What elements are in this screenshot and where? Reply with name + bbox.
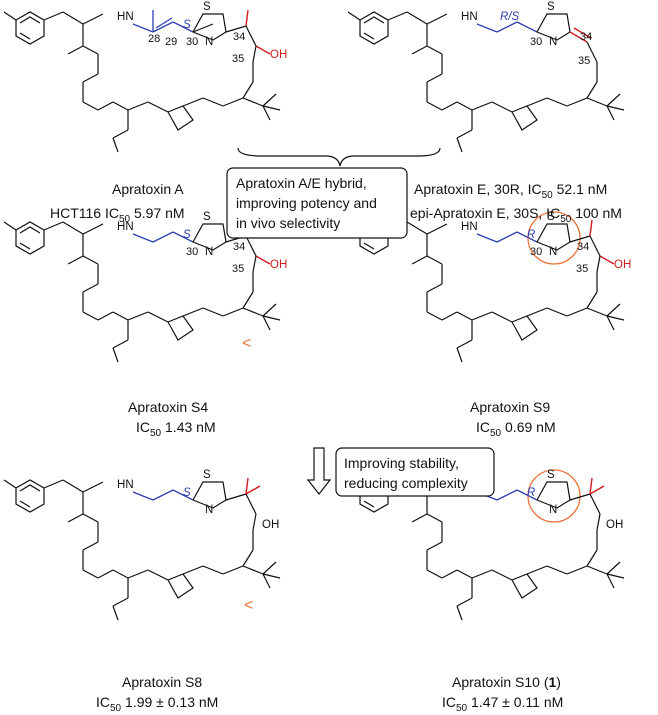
caption-apratoxin-s9: Apratoxin S9 [470,399,550,415]
locant-30: 30 [186,246,198,258]
atom-n: N [205,504,213,516]
atom-s: S [203,469,211,481]
locant-28: 28 [148,33,160,45]
atom-n: N [205,246,213,258]
atom-s: S [547,1,555,13]
caption-apratoxin-s8-activity: IC50 1.99 ± 0.13 nM [96,694,218,714]
atom-h: HN [461,11,478,23]
atom-s: S [547,469,555,481]
atom-h: HN [117,11,134,23]
comparator-less-than: < [244,597,253,614]
locant-30: 30 [530,246,542,258]
caption-apratoxin-a-activity: HCT116 IC50 5.97 nM [50,205,185,225]
stereo-r: R [527,229,535,241]
locant-34: 34 [580,31,592,43]
atom-oh: OH [614,259,631,271]
stereo-s: S [183,229,191,241]
caption-apratoxin-s4: Apratoxin S4 [128,399,208,415]
caption-apratoxin-s9-activity: IC50 0.69 nM [476,419,556,439]
locant-29: 29 [165,36,177,48]
stability-box [335,447,495,497]
stereo-s: S [183,487,191,499]
stereo-r: R [527,487,535,499]
locant-35: 35 [578,55,590,67]
atom-n: N [549,246,557,258]
stereo-rs: R/S [500,11,520,23]
highlight-circle [527,469,581,523]
hybrid-line-1: Apratoxin A/E hybrid, [236,175,367,191]
atom-n: N [549,36,557,48]
atom-s: S [203,1,211,13]
caption-apratoxin-s10-activity: IC50 1.47 ± 0.11 nM [442,694,563,714]
atom-oh: OH [606,519,623,531]
hybrid-box [226,167,408,239]
stability-line-2: reducing complexity [344,475,468,491]
locant-30: 30 [186,36,198,48]
apratoxin-s10-structure [347,469,625,621]
apratoxin-s9-structure [347,211,625,363]
caption-apratoxin-s8: Apratoxin S8 [122,674,202,690]
locant-35: 35 [576,263,588,275]
atom-oh: OH [262,519,279,531]
highlight-circle [527,211,581,265]
hybrid-line-3: in vivo selectivity [236,215,340,231]
apratoxin-e-structure [347,11,625,153]
atom-s: S [203,211,211,223]
locant-35: 35 [232,53,244,65]
atom-oh: OH [270,49,287,61]
locant-30: 30 [530,36,542,48]
locant-34: 34 [233,31,245,43]
stability-line-1: Improving stability, [344,455,459,471]
locant-34: 34 [577,241,589,253]
atom-s: S [547,211,555,223]
atom-h: HN [461,221,478,233]
atom-h: HN [117,479,134,491]
caption-epi-apratoxin-e: epi-Apratoxin E, 30S, IC50 100 nM [410,205,622,225]
caption-apratoxin-a: Apratoxin A [112,181,184,197]
down-arrow-icon [306,447,332,495]
locant-35: 35 [232,263,244,275]
caption-apratoxin-s10: Apratoxin S10 (1) [452,674,561,690]
apratoxin-s8-structure [3,477,281,621]
merge-brace [237,147,441,167]
atom-oh: OH [270,259,287,271]
caption-apratoxin-e: Apratoxin E, 30R, IC50 52.1 nM [414,181,607,201]
apratoxin-a-structure [3,9,281,153]
stereo-s: S [183,19,191,31]
hybrid-line-2: improving potency and [236,195,377,211]
atom-h: HN [117,221,134,233]
atom-n: N [205,36,213,48]
locant-34: 34 [233,241,245,253]
caption-apratoxin-s4-activity: IC50 1.43 nM [136,419,216,439]
atom-n: N [549,504,557,516]
comparator-less-than: < [242,335,251,352]
